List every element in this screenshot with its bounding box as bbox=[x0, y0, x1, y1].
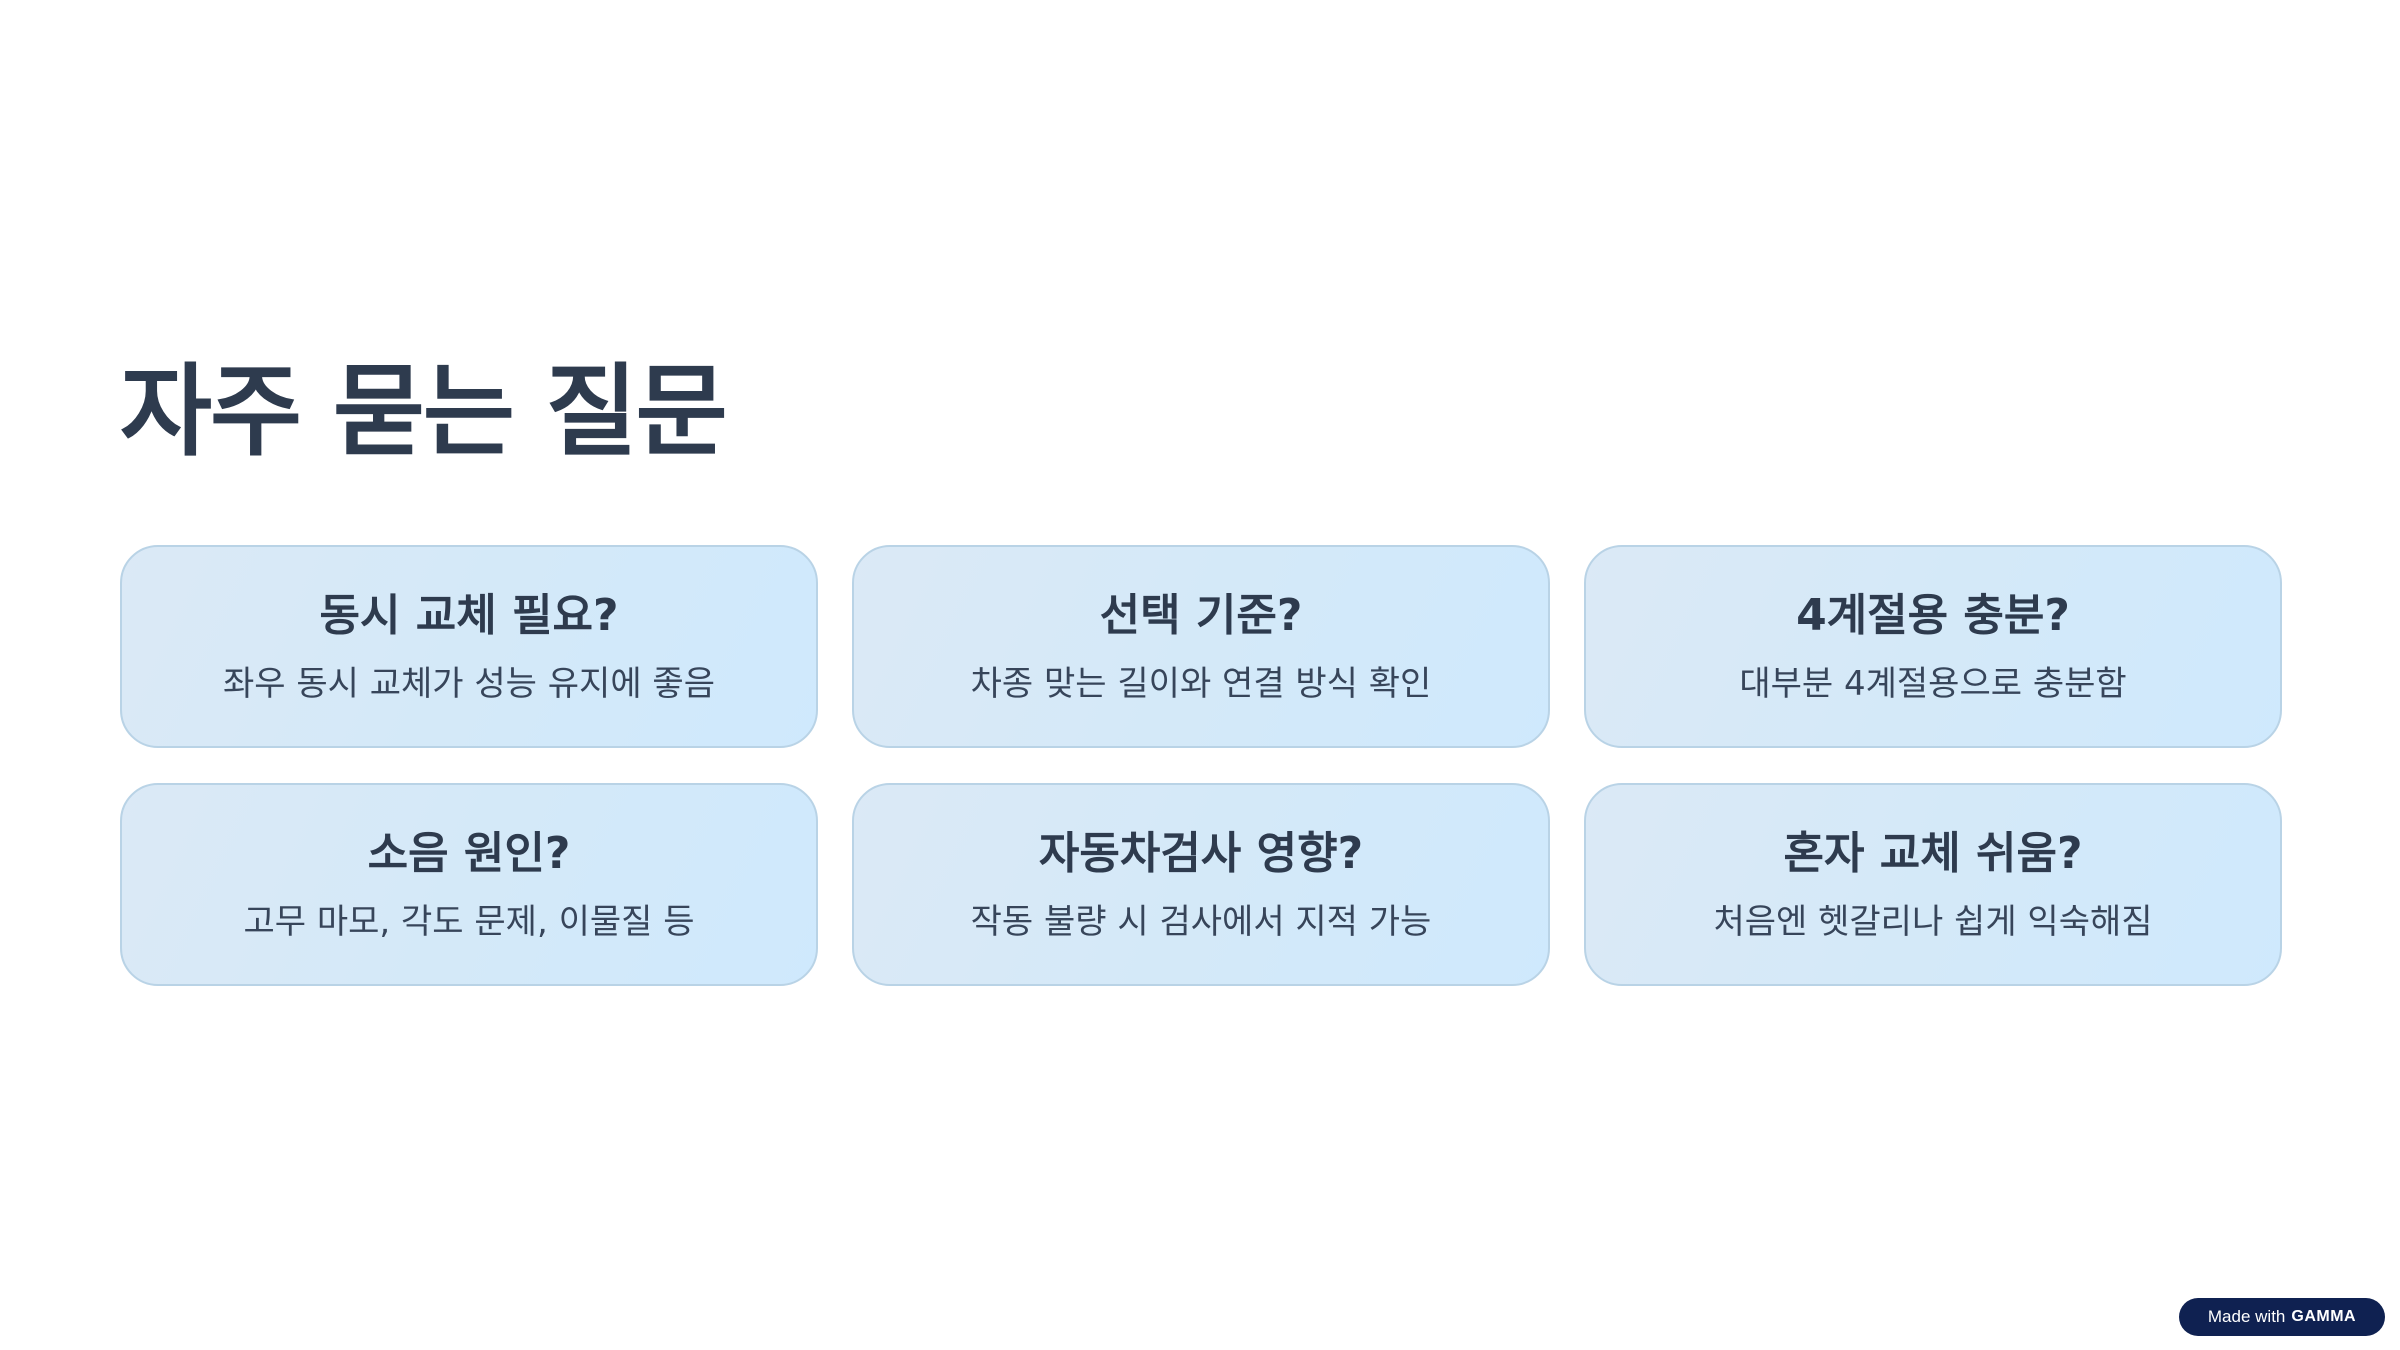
faq-card-self-replacement: 혼자 교체 쉬움? 처음엔 헷갈리나 쉽게 익숙해짐 bbox=[1584, 783, 2282, 986]
faq-answer: 차종 맞는 길이와 연결 방식 확인 bbox=[970, 663, 1432, 704]
faq-card-four-season: 4계절용 충분? 대부분 4계절용으로 충분함 bbox=[1584, 545, 2282, 748]
faq-answer: 작동 불량 시 검사에서 지적 가능 bbox=[970, 901, 1432, 942]
faq-answer: 좌우 동시 교체가 성능 유지에 좋음 bbox=[223, 663, 715, 704]
faq-question: 소음 원인? bbox=[367, 827, 571, 879]
faq-question: 선택 기준? bbox=[1099, 589, 1303, 641]
faq-question: 자동차검사 영향? bbox=[1038, 827, 1364, 879]
faq-card-simultaneous-replacement: 동시 교체 필요? 좌우 동시 교체가 성능 유지에 좋음 bbox=[120, 545, 818, 748]
gamma-logo: GAMMA bbox=[2291, 1308, 2357, 1325]
faq-answer: 처음엔 헷갈리나 쉽게 익숙해짐 bbox=[1713, 901, 2153, 942]
made-with-gamma-badge[interactable]: Made with GAMMA bbox=[2179, 1298, 2385, 1336]
faq-grid: 동시 교체 필요? 좌우 동시 교체가 성능 유지에 좋음 선택 기준? 차종 … bbox=[120, 545, 2282, 986]
faq-card-selection-criteria: 선택 기준? 차종 맞는 길이와 연결 방식 확인 bbox=[852, 545, 1550, 748]
faq-card-vehicle-inspection: 자동차검사 영향? 작동 불량 시 검사에서 지적 가능 bbox=[852, 783, 1550, 986]
faq-question: 동시 교체 필요? bbox=[319, 589, 619, 641]
faq-answer: 고무 마모, 각도 문제, 이물질 등 bbox=[243, 901, 695, 942]
badge-prefix: Made with bbox=[2207, 1307, 2286, 1326]
faq-card-noise-cause: 소음 원인? 고무 마모, 각도 문제, 이물질 등 bbox=[120, 783, 818, 986]
faq-question: 4계절용 충분? bbox=[1796, 589, 2070, 641]
page-title: 자주 묻는 질문 bbox=[120, 353, 728, 470]
faq-question: 혼자 교체 쉬움? bbox=[1783, 827, 2083, 879]
faq-answer: 대부분 4계절용으로 충분함 bbox=[1739, 663, 2127, 704]
